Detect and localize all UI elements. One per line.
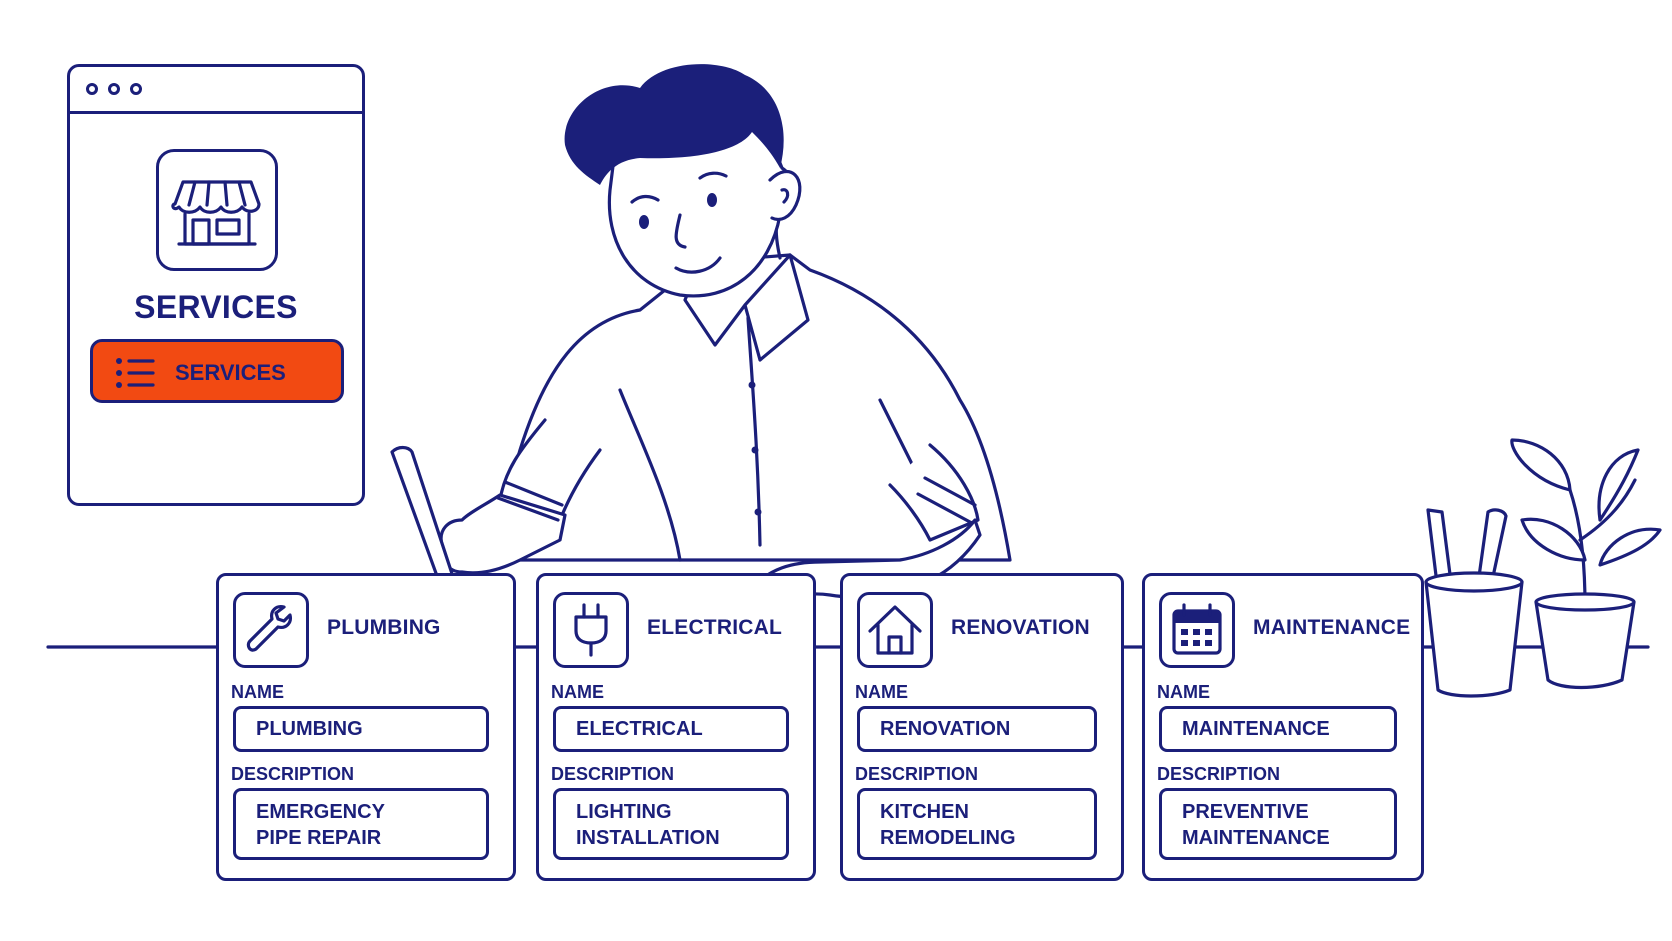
wrench-icon [233, 592, 309, 668]
name-label: NAME [551, 682, 604, 702]
name-field[interactable]: MAINTENANCE [1159, 706, 1397, 752]
services-button[interactable]: SERVICES [90, 339, 344, 403]
window-dot[interactable] [86, 83, 98, 95]
storefront-icon [156, 149, 278, 271]
shirt-button [748, 381, 756, 389]
window-controls [86, 83, 142, 95]
description-label: DESCRIPTION [855, 764, 979, 784]
service-card-electrical: ELECTRICAL NAME ELECTRICAL DESCRIPTION L… [536, 573, 816, 881]
name-label: NAME [1157, 682, 1210, 702]
shirt-button [751, 446, 759, 454]
description-field[interactable]: KITCHEN REMODELING [857, 788, 1097, 860]
description-label: DESCRIPTION [1157, 764, 1281, 784]
name-label: NAME [855, 682, 908, 702]
shirt-button [754, 508, 762, 516]
plant-illustration [1510, 438, 1662, 690]
description-field[interactable]: LIGHTING INSTALLATION [553, 788, 789, 860]
description-label: DESCRIPTION [231, 764, 355, 784]
window-dot[interactable] [108, 83, 120, 95]
description-field[interactable]: EMERGENCY PIPE REPAIR [233, 788, 489, 860]
name-field[interactable]: PLUMBING [233, 706, 489, 752]
plug-icon [553, 592, 629, 668]
name-field[interactable]: RENOVATION [857, 706, 1097, 752]
house-icon [857, 592, 933, 668]
service-card-plumbing: PLUMBING NAME PLUMBING DESCRIPTION EMERG… [216, 573, 516, 881]
card-heading: PLUMBING [327, 616, 441, 639]
person-illustration [390, 64, 1012, 614]
service-card-renovation: RENOVATION NAME RENOVATION DESCRIPTION K… [840, 573, 1124, 881]
calendar-icon [1159, 592, 1235, 668]
services-button-label: SERVICES [175, 360, 286, 385]
list-icon [116, 358, 155, 388]
card-heading: ELECTRICAL [647, 616, 782, 639]
window-title-bar-divider [70, 111, 362, 114]
page-title: SERVICES [134, 289, 298, 325]
name-field[interactable]: ELECTRICAL [553, 706, 789, 752]
service-card-maintenance: MAINTENANCE NAME MAINTENANCE DESCRIPTION… [1142, 573, 1424, 881]
window-dot[interactable] [130, 83, 142, 95]
description-field[interactable]: PREVENTIVE MAINTENANCE [1159, 788, 1397, 860]
pencil-cup-illustration [1424, 508, 1524, 698]
card-heading: RENOVATION [951, 616, 1090, 639]
description-label: DESCRIPTION [551, 764, 675, 784]
browser-window: SERVICES SERVICES [67, 64, 365, 506]
name-label: NAME [231, 682, 284, 702]
card-heading: MAINTENANCE [1253, 616, 1411, 639]
